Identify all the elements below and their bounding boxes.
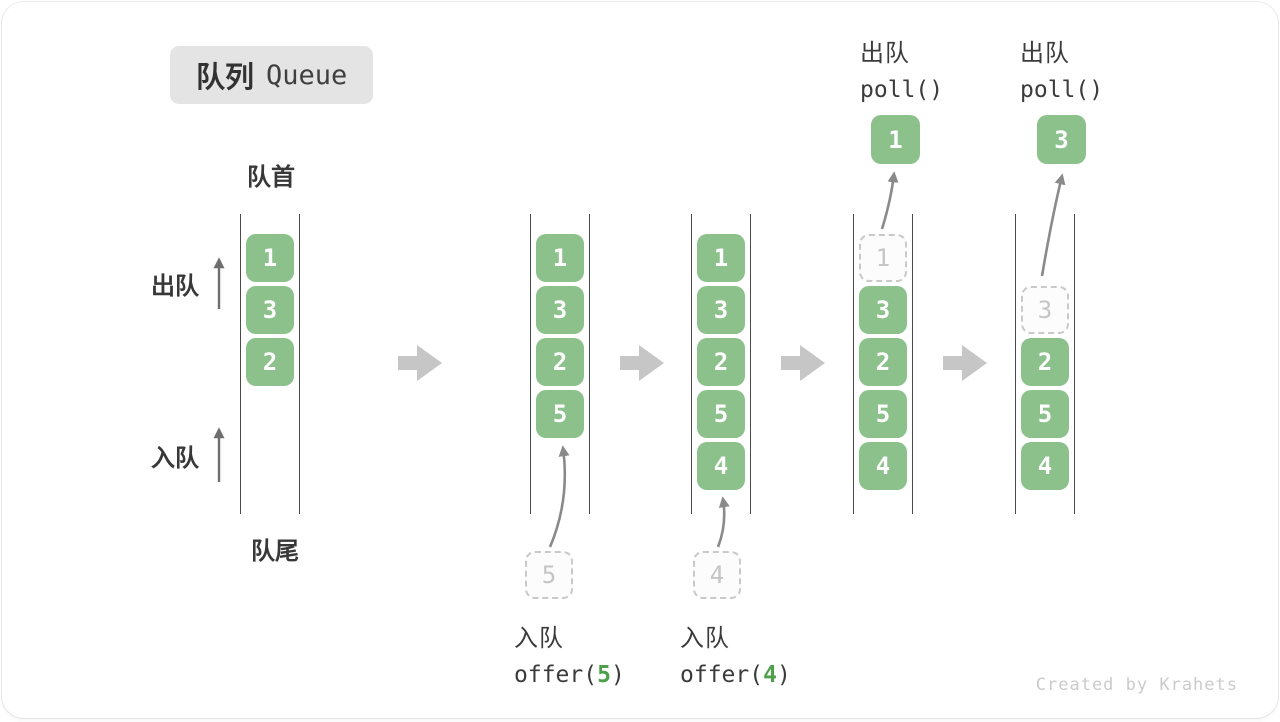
operation-caption-enqueue-5: 入队 offer(5) [514, 618, 625, 688]
op-label: 入队 [680, 618, 791, 653]
label-enqueue-side: 入队 [139, 438, 199, 473]
pending-enqueue-box: 4 [693, 551, 741, 599]
op-label: 出队 [860, 33, 943, 68]
op-fn: offer( [514, 662, 597, 688]
queue-cell: 3 [246, 286, 294, 334]
op-code: offer(5) [514, 662, 625, 688]
title-zh: 队列 [196, 54, 254, 96]
queue-cell: 2 [536, 338, 584, 386]
queue-cell: 4 [697, 442, 745, 490]
popped-dequeue-box: 3 [1037, 115, 1086, 164]
queue-cell: 2 [697, 338, 745, 386]
queue-cell: 3 [859, 286, 907, 334]
title-badge: 队列 Queue [170, 46, 373, 104]
queue-cell: 3 [536, 286, 584, 334]
queue-cell: 1 [697, 234, 745, 282]
watermark-credit: Created by Krahets [1036, 675, 1238, 695]
arrow-shaft [943, 356, 963, 370]
queue-cell-ghost: 1 [859, 234, 907, 282]
label-queue-rear: 队尾 [244, 531, 306, 566]
pending-enqueue-box: 5 [525, 551, 573, 599]
operation-caption-dequeue-1: 出队 poll() [860, 33, 943, 103]
queue-cell: 1 [536, 234, 584, 282]
arrow-shaft [620, 356, 640, 370]
arrow-head [639, 345, 664, 381]
arrow-shaft [398, 356, 418, 370]
op-label: 入队 [514, 618, 625, 653]
queue-cell: 2 [246, 338, 294, 386]
title-en: Queue [266, 60, 347, 91]
op-code: poll() [860, 77, 943, 103]
queue-column-2: 1 3 2 5 [530, 214, 590, 514]
op-close: ) [777, 662, 791, 688]
arrow-head [800, 345, 825, 381]
queue-cell: 3 [697, 286, 745, 334]
arrow-shaft [781, 356, 801, 370]
queue-column-3: 1 3 2 5 4 [691, 214, 751, 514]
arrow-head [962, 345, 987, 381]
arrow-head [417, 345, 442, 381]
operation-caption-dequeue-3: 出队 poll() [1020, 33, 1103, 103]
queue-column-1: 1 3 2 [240, 214, 300, 514]
op-close: ) [611, 662, 625, 688]
op-arg: 5 [597, 662, 611, 688]
step-arrow-right-icon [620, 345, 664, 381]
queue-cell: 5 [697, 390, 745, 438]
queue-cell: 2 [859, 338, 907, 386]
label-dequeue-side: 出队 [139, 266, 199, 301]
op-label: 出队 [1020, 33, 1103, 68]
label-queue-front: 队首 [240, 157, 302, 192]
operation-caption-enqueue-4: 入队 offer(4) [680, 618, 791, 688]
op-code: poll() [1020, 77, 1103, 103]
step-arrow-right-icon [398, 345, 442, 381]
queue-cell: 2 [1021, 338, 1069, 386]
queue-cell: 1 [246, 234, 294, 282]
op-code: offer(4) [680, 662, 791, 688]
queue-cell-ghost: 3 [1021, 286, 1069, 334]
queue-cell: 4 [859, 442, 907, 490]
op-arg: 4 [763, 662, 777, 688]
queue-column-5: 3 2 5 4 [1015, 214, 1075, 514]
queue-cell: 5 [859, 390, 907, 438]
queue-column-4: 1 3 2 5 4 [853, 214, 913, 514]
op-fn: offer( [680, 662, 763, 688]
step-arrow-right-icon [943, 345, 987, 381]
step-arrow-right-icon [781, 345, 825, 381]
queue-cell: 5 [1021, 390, 1069, 438]
queue-cell: 4 [1021, 442, 1069, 490]
popped-dequeue-box: 1 [871, 115, 920, 164]
queue-cell: 5 [536, 390, 584, 438]
